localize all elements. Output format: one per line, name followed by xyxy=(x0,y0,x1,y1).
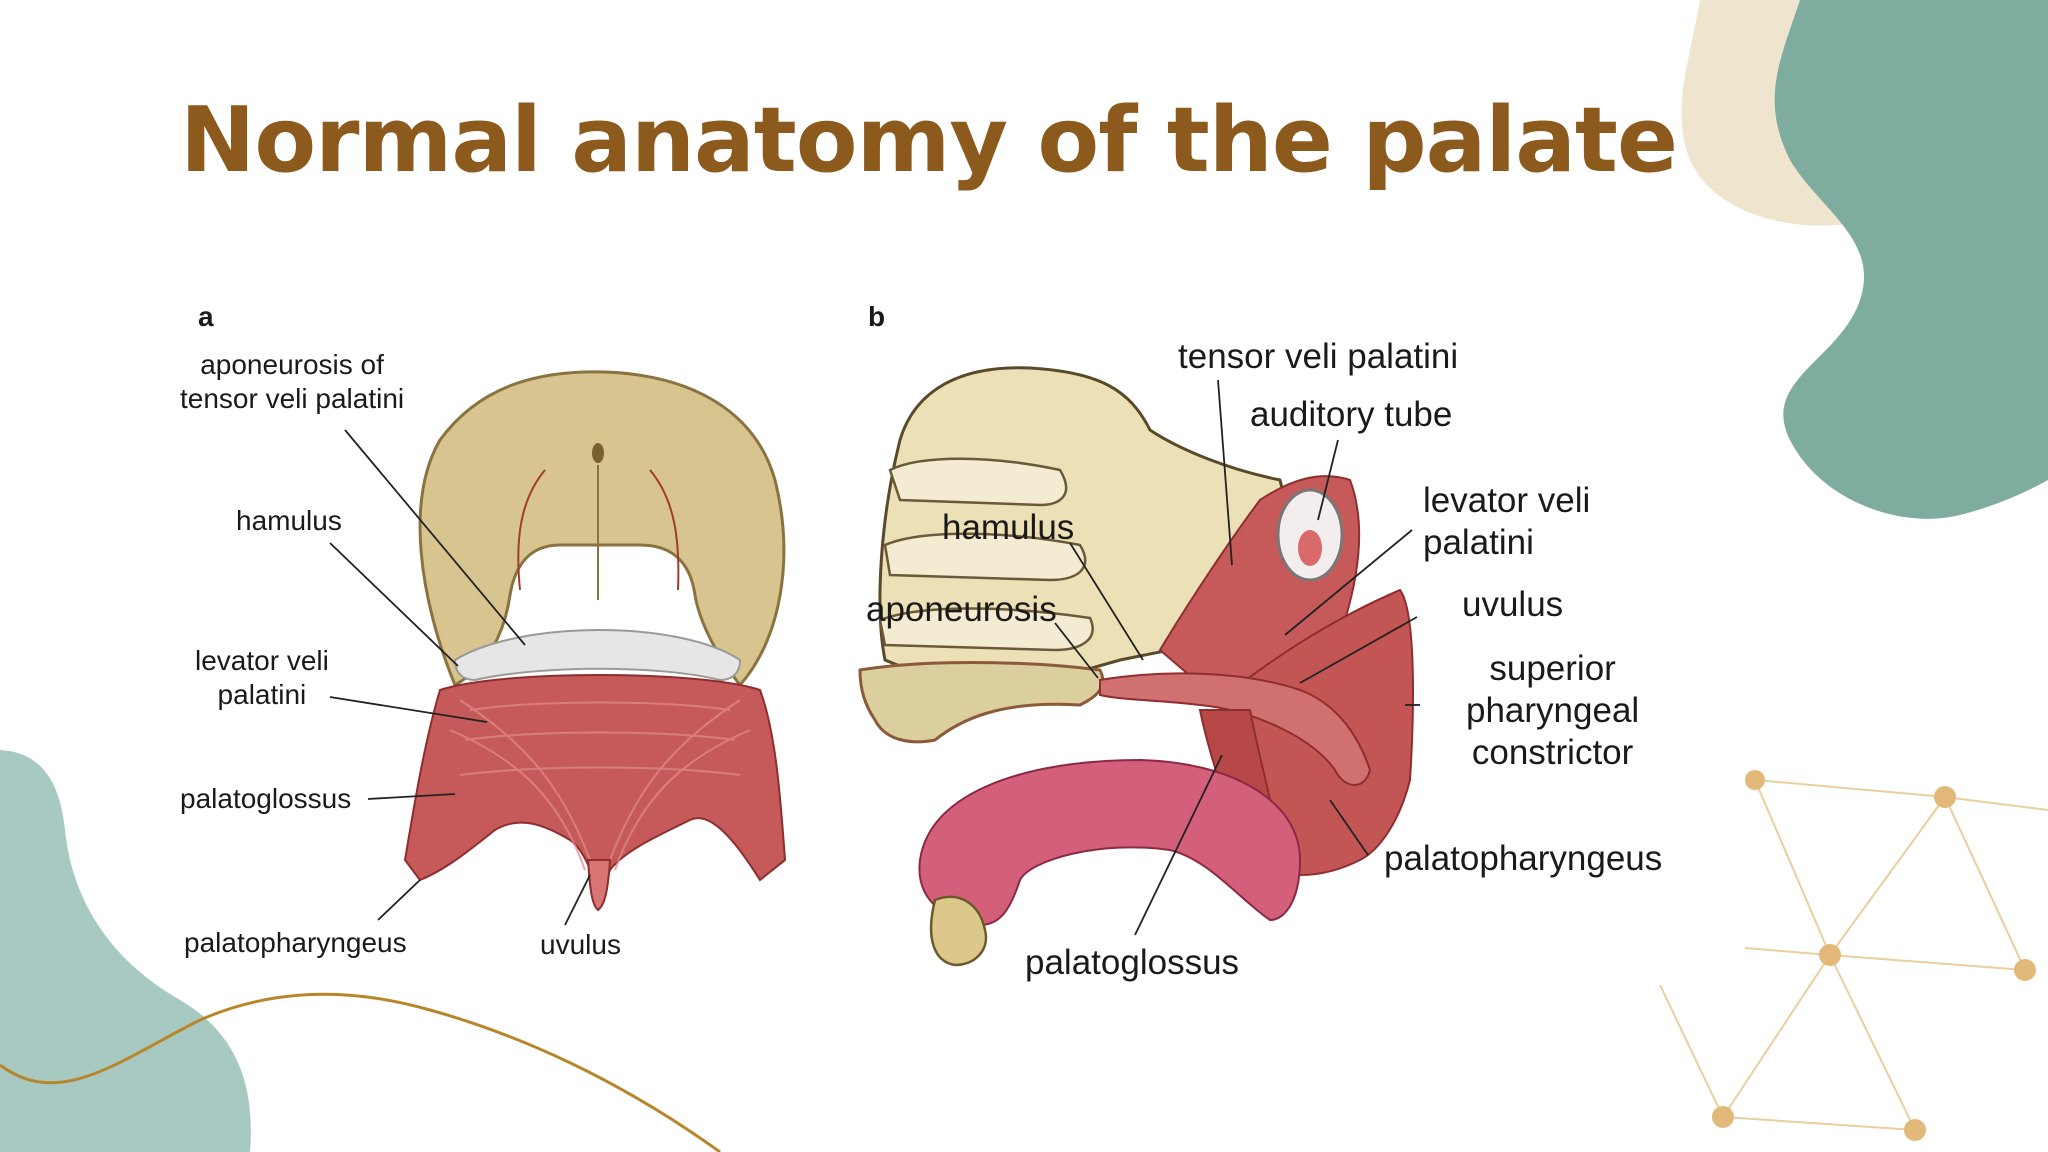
palatine-artery-left xyxy=(517,469,546,591)
hard-palate-section xyxy=(858,661,1104,744)
hard-palate-bone xyxy=(418,370,786,688)
nasal-turbinates xyxy=(878,457,1094,652)
palatine-artery-right xyxy=(649,469,680,591)
label-a-palatoglossus: palatoglossus xyxy=(180,783,352,814)
hyoid-bone xyxy=(929,895,988,967)
teal-blob-top-right xyxy=(1774,0,2048,519)
label-a-uvulus: uvulus xyxy=(540,929,621,960)
uvula xyxy=(586,859,612,912)
label-b-uvulus: uvulus xyxy=(1462,585,1564,624)
label-b-hamulus: hamulus xyxy=(942,508,1075,547)
network-lines xyxy=(1659,779,2048,1131)
teal-blob-bottom-left xyxy=(0,750,251,1152)
tongue xyxy=(918,758,1302,927)
label-a-hamulus: hamulus xyxy=(236,505,342,536)
figure-a-leader-lines xyxy=(329,429,591,926)
soft-palate-muscle xyxy=(403,674,787,904)
label-b-superior-pharyngeal-constrictor: superior pharyngeal constrictor xyxy=(1466,649,1640,772)
label-a-palatopharyngeus: palatopharyngeus xyxy=(184,927,407,958)
label-b-aponeurosis: aponeurosis xyxy=(866,590,1057,629)
label-b-auditory-tube: auditory tube xyxy=(1250,395,1453,434)
muscle-fibers xyxy=(449,699,751,871)
palatal-aponeurosis xyxy=(453,629,742,682)
label-a-aponeurosis: aponeurosis of tensor veli palatini xyxy=(180,349,405,414)
figure-b-leader-lines xyxy=(1054,379,1420,936)
label-b-tensor-veli-palatini: tensor veli palatini xyxy=(1178,337,1459,376)
gold-wave-line xyxy=(0,992,721,1152)
soft-palate-section xyxy=(1099,672,1372,786)
auditory-tube-lumen xyxy=(1298,530,1322,566)
panel-a-letter: a xyxy=(198,301,214,332)
label-b-palatopharyngeus: palatopharyngeus xyxy=(1384,839,1663,878)
network-dots xyxy=(1712,770,2036,1141)
panel-b-letter: b xyxy=(868,301,886,332)
label-b-levator-veli-palatini: levator veli palatini xyxy=(1423,481,1591,562)
slide-title: Normal anatomy of the palate xyxy=(180,88,1678,193)
label-a-levator-veli-palatini: levator veli palatini xyxy=(195,645,329,710)
label-b-palatoglossus: palatoglossus xyxy=(1025,943,1240,982)
palate-midline xyxy=(592,443,604,463)
